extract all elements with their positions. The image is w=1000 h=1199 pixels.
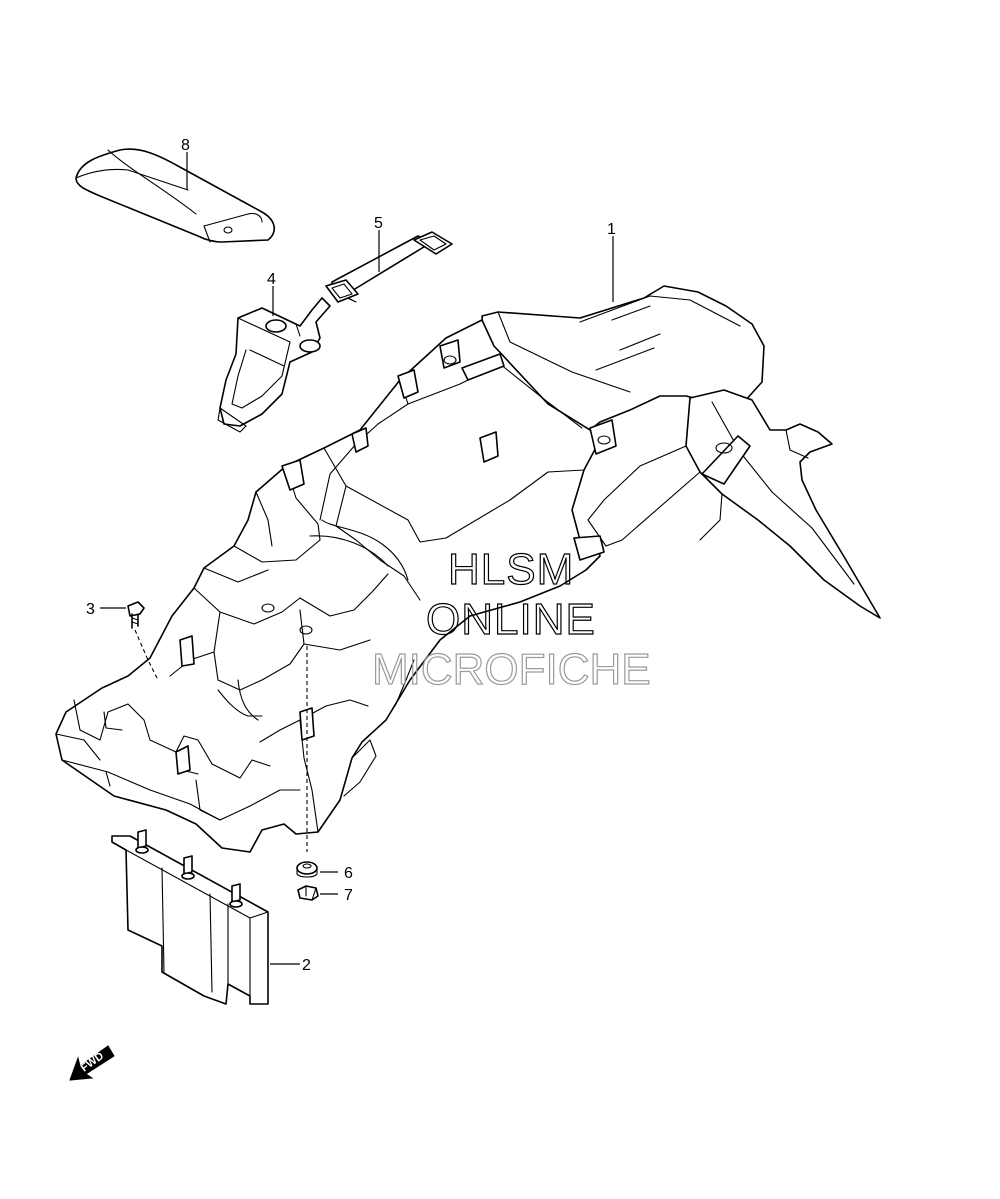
callout-2: 2	[302, 957, 311, 974]
watermark-line-3: MICROFICHE	[372, 645, 651, 694]
callout-4: 4	[267, 271, 276, 288]
part-8-tool-bag[interactable]	[75, 148, 275, 243]
callout-3: 3	[86, 601, 95, 618]
part-6-washer[interactable]	[296, 861, 318, 878]
watermark-line-1: HLSM	[448, 545, 574, 594]
callout-8: 8	[181, 137, 190, 154]
callout-5: 5	[374, 215, 383, 232]
leader-lines	[100, 152, 614, 965]
part-7-nut[interactable]	[297, 885, 319, 901]
part-3-bolt[interactable]	[127, 601, 159, 681]
part-4-bracket[interactable]	[217, 297, 331, 433]
callout-1: 1	[607, 221, 616, 238]
part-1-rear-fender[interactable]	[55, 285, 881, 853]
watermark: HLSM ONLINE MICROFICHE	[371, 544, 651, 694]
callout-labels: 8 5 4 1 3 6 7 2	[86, 137, 616, 974]
part-2-mud-flap[interactable]	[111, 829, 269, 1005]
callout-6: 6	[344, 865, 353, 882]
callout-7: 7	[344, 887, 353, 904]
watermark-line-2: ONLINE	[426, 595, 596, 644]
part-5-strap[interactable]	[325, 231, 453, 303]
fwd-direction-arrow: FWD	[69, 1045, 115, 1081]
